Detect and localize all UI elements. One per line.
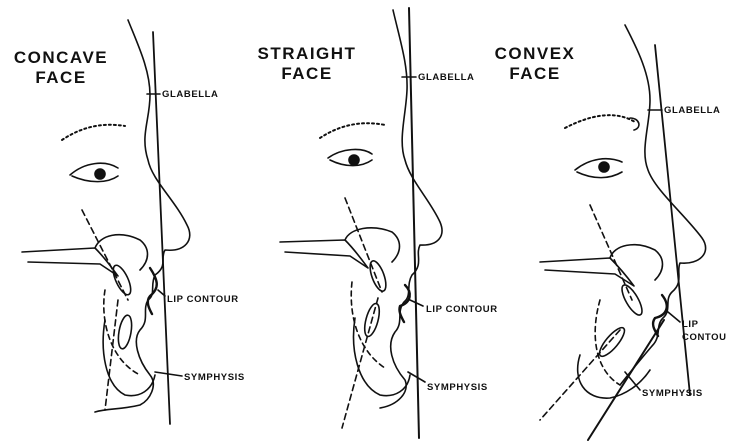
concave-lower-axis	[105, 300, 118, 410]
straight-symphysis-label: SYMPHYSIS	[427, 382, 488, 393]
concave-upper-incisor	[110, 263, 134, 297]
convex-contour-label: CONTOU	[682, 332, 727, 343]
straight-title-line2: FACE	[252, 64, 362, 84]
straight-upper-incisor	[367, 259, 389, 293]
concave-lip-contour-label: LIP CONTOUR	[167, 294, 239, 305]
concave-maxilla	[95, 235, 148, 270]
concave-title-line2: FACE	[6, 68, 116, 88]
concave-title: CONCAVE FACE	[6, 48, 116, 88]
straight-title: STRAIGHT FACE	[252, 44, 362, 84]
convex-face-drawing	[540, 25, 706, 440]
concave-eye-upper	[70, 163, 118, 175]
concave-chin-arc	[104, 290, 140, 375]
straight-title-line1: STRAIGHT	[252, 44, 362, 64]
convex-eyebrow	[565, 115, 635, 128]
convex-mandible-line	[588, 320, 664, 440]
convex-chin-arc	[595, 300, 620, 385]
convex-lip-leader	[668, 312, 680, 322]
convex-facial-profile	[620, 25, 706, 385]
convex-lower-axis	[540, 330, 620, 420]
concave-title-line1: CONCAVE	[6, 48, 116, 68]
concave-ear-plane	[22, 248, 118, 276]
concave-lower-incisor	[116, 314, 134, 350]
concave-axis-line	[82, 210, 128, 300]
straight-glabella-label: GLABELLA	[418, 72, 475, 83]
straight-ear-plane	[280, 240, 368, 268]
convex-title-line1: CONVEX	[490, 44, 580, 64]
convex-title-line2: FACE	[490, 64, 580, 84]
convex-pupil	[599, 162, 609, 172]
convex-eye-lower	[577, 172, 622, 178]
convex-glabella-label: GLABELLA	[664, 105, 721, 116]
convex-title: CONVEX FACE	[490, 44, 580, 84]
concave-glabella-label: GLABELLA	[162, 89, 219, 100]
straight-pupil	[349, 155, 359, 165]
straight-lip-contour	[399, 285, 409, 322]
concave-eyebrow	[62, 125, 125, 140]
straight-eyebrow	[320, 123, 385, 138]
convex-maxilla	[610, 245, 663, 280]
straight-maxilla	[345, 228, 400, 262]
convex-lower-incisor	[596, 324, 628, 359]
convex-symphysis-label: SYMPHYSIS	[642, 388, 703, 399]
straight-lower-axis	[342, 298, 378, 428]
concave-mandible	[103, 320, 155, 396]
concave-pupil	[95, 169, 105, 179]
straight-chin-arc	[351, 282, 385, 368]
concave-symphysis-label: SYMPHYSIS	[184, 372, 245, 383]
straight-lip-contour-label: LIP CONTOUR	[426, 304, 498, 315]
convex-lip-label: LIP	[682, 319, 699, 330]
